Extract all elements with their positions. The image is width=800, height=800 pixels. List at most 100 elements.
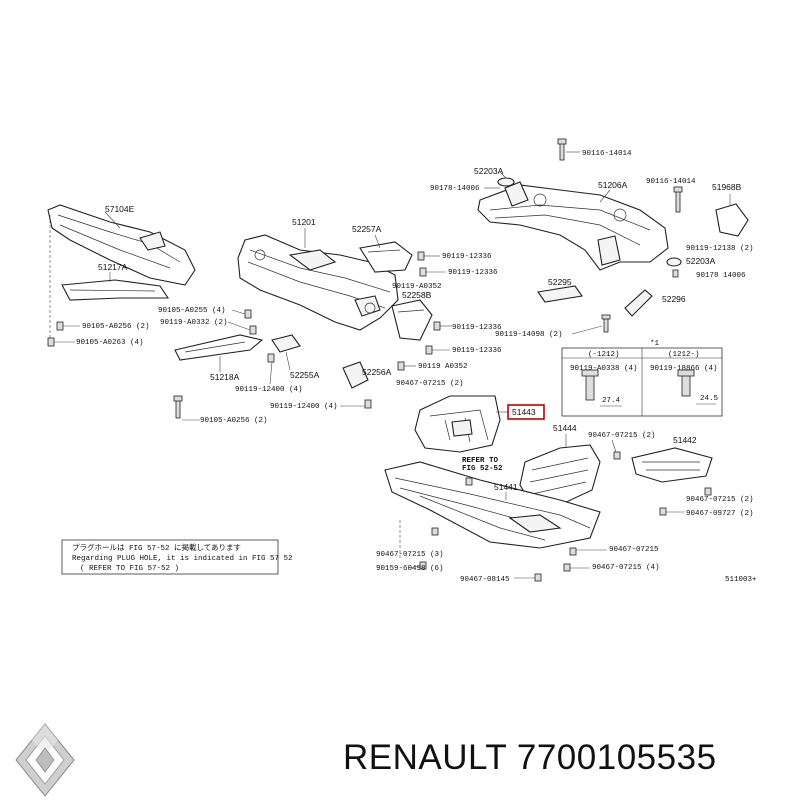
bolt-icon <box>569 547 577 556</box>
label-52256A: 52256A <box>362 367 392 377</box>
label-90467-07215-c: 90467-07215 (2) <box>686 496 754 504</box>
bolt-icon <box>659 507 667 516</box>
label-52203A-right: 52203A <box>686 256 716 266</box>
washer-icon <box>497 177 515 187</box>
label-90178-14006: 90178-14006 <box>430 185 480 193</box>
part-57104E-crossmember <box>47 204 196 340</box>
label-90119-12336-b: 90119-12336 <box>448 269 498 277</box>
label-90467-09727: 90467-09727 (2) <box>686 510 754 518</box>
part-51217A-brace <box>61 279 170 301</box>
label-51201: 51201 <box>292 217 316 227</box>
detail-box <box>561 347 723 417</box>
detail-col2-dim: 24.5 <box>700 395 719 403</box>
bolt-icon <box>433 321 441 331</box>
bolt-icon <box>672 269 679 278</box>
bolt-icon <box>613 451 621 460</box>
label-90119-12400-b: 90119-12400 (4) <box>270 403 338 411</box>
label-90119-12138: 90119-12138 (2) <box>686 245 754 253</box>
bolt-icon <box>465 477 473 486</box>
note-line3: ( REFER TO FIG 57-52 ) <box>80 565 179 573</box>
label-90119-12336-d: 90119-12336 <box>452 347 502 355</box>
label-52255A: 52255A <box>290 370 320 380</box>
part-52296-bracket <box>624 289 653 317</box>
label-90119-12400-a: 90119-12400 (4) <box>235 386 303 394</box>
label-90467-08145: 90467-08145 <box>460 576 510 584</box>
label-90105-A0256: 90105-A0256 (2) <box>82 323 150 331</box>
label-51441: 51441 <box>494 482 518 492</box>
part-51443-cover <box>414 395 501 453</box>
part-51441-underbody-cover <box>384 461 601 549</box>
bolt-icon <box>244 309 275 363</box>
detail-col2-part: 90119-18866 (4) <box>650 365 718 373</box>
bolt-icon <box>673 186 683 213</box>
renault-diamond-logo <box>15 723 75 797</box>
bolt-icon <box>601 314 611 333</box>
label-52295: 52295 <box>548 277 572 287</box>
bolt-icon <box>397 361 405 371</box>
label-90116-14014-top: 90116-14014 <box>582 150 632 158</box>
brand-part-caption: RENAULT 7700105535 <box>343 738 717 778</box>
plug-hole-note-box <box>61 539 279 575</box>
detail-col1-header: (-1212) <box>588 351 620 359</box>
part-51206A-rear-subframe <box>477 181 669 271</box>
label-90467-07215-e: 90467-07215 <box>609 546 659 554</box>
part-51201-subframe <box>237 234 399 331</box>
label-51218A: 51218A <box>210 372 240 382</box>
label-51443: 51443 <box>512 407 536 417</box>
label-90467-07215-f: 90467-07215 (4) <box>592 564 660 572</box>
bolt-icon <box>425 345 433 355</box>
bolt-icon <box>704 487 712 496</box>
part-52258B-mount <box>391 299 433 341</box>
detail-col2-header: (1212-) <box>668 351 700 359</box>
bolt-icon <box>417 251 425 261</box>
part-51218A-brace <box>174 334 264 361</box>
label-90119-12336-c: 90119-12336 <box>452 324 502 332</box>
bolt-icon <box>563 563 571 572</box>
label-57104E: 57104E <box>105 204 135 214</box>
label-90105-A0256-b: 90105-A0256 (2) <box>200 417 268 425</box>
label-90105-A0263: 90105-A0263 (4) <box>76 339 144 347</box>
label-52258B: 52258B <box>402 290 432 300</box>
brand-name: RENAULT <box>343 738 507 777</box>
label-51442: 51442 <box>673 435 697 445</box>
label-51217A: 51217A <box>98 262 128 272</box>
label-90119-A0352-a: 90119-A0352 <box>392 283 442 291</box>
detail-col1-dim: 27.4 <box>602 397 621 405</box>
label-52203A-top: 52203A <box>474 166 504 176</box>
part-52295-bracket <box>537 285 583 303</box>
label-90116-14014-right: 90116-14014 <box>646 178 696 186</box>
label-90467-07215-a: 90467-07215 (2) <box>396 380 464 388</box>
bolt-icon <box>557 138 567 161</box>
part-52257A-mount <box>359 241 413 273</box>
detail-marker: *1 <box>650 340 660 348</box>
long-bolt-icon <box>173 395 183 419</box>
label-90119-A0352-b: 90119 A0352 <box>418 363 468 371</box>
part-51968B-bracket <box>715 203 749 237</box>
part-52256A-bracket <box>342 361 369 389</box>
part-number: 7700105535 <box>516 738 717 777</box>
label-90159-60498: 90159-60498 (6) <box>376 565 444 573</box>
bolt-icon <box>534 573 542 582</box>
label-51206A: 51206A <box>598 180 628 190</box>
label-90105-A0255: 90105-A0255 (4) <box>158 307 226 315</box>
label-51444: 51444 <box>553 423 577 433</box>
label-90119-A0332: 90119-A0332 (2) <box>160 319 228 327</box>
bolt-icon <box>419 561 427 570</box>
label-90467-07215-d: 90467-07215 (3) <box>376 551 444 559</box>
label-figure-code: 511003+ <box>725 576 757 584</box>
note-line1: プラグホールは FIG 57-52 に掲載してあります <box>72 542 241 553</box>
part-51442-cover <box>631 447 713 483</box>
label-51968B: 51968B <box>712 182 742 192</box>
bolt-icon <box>419 267 427 277</box>
label-52296: 52296 <box>662 294 686 304</box>
label-52257A: 52257A <box>352 224 382 234</box>
label-90467-07215-b: 90467-07215 (2) <box>588 432 656 440</box>
refer-line2: FIG 52-52 <box>462 465 503 473</box>
note-line2: Regarding PLUG HOLE, it is indicated in … <box>72 555 293 563</box>
label-90119-12336-a: 90119-12336 <box>442 253 492 261</box>
washer-icon <box>666 257 682 267</box>
label-90119-14098: 90119-14098 (2) <box>495 331 563 339</box>
detail-col1-part: 90119-A0338 (4) <box>570 365 638 373</box>
part-52255A-bracket <box>271 334 301 353</box>
